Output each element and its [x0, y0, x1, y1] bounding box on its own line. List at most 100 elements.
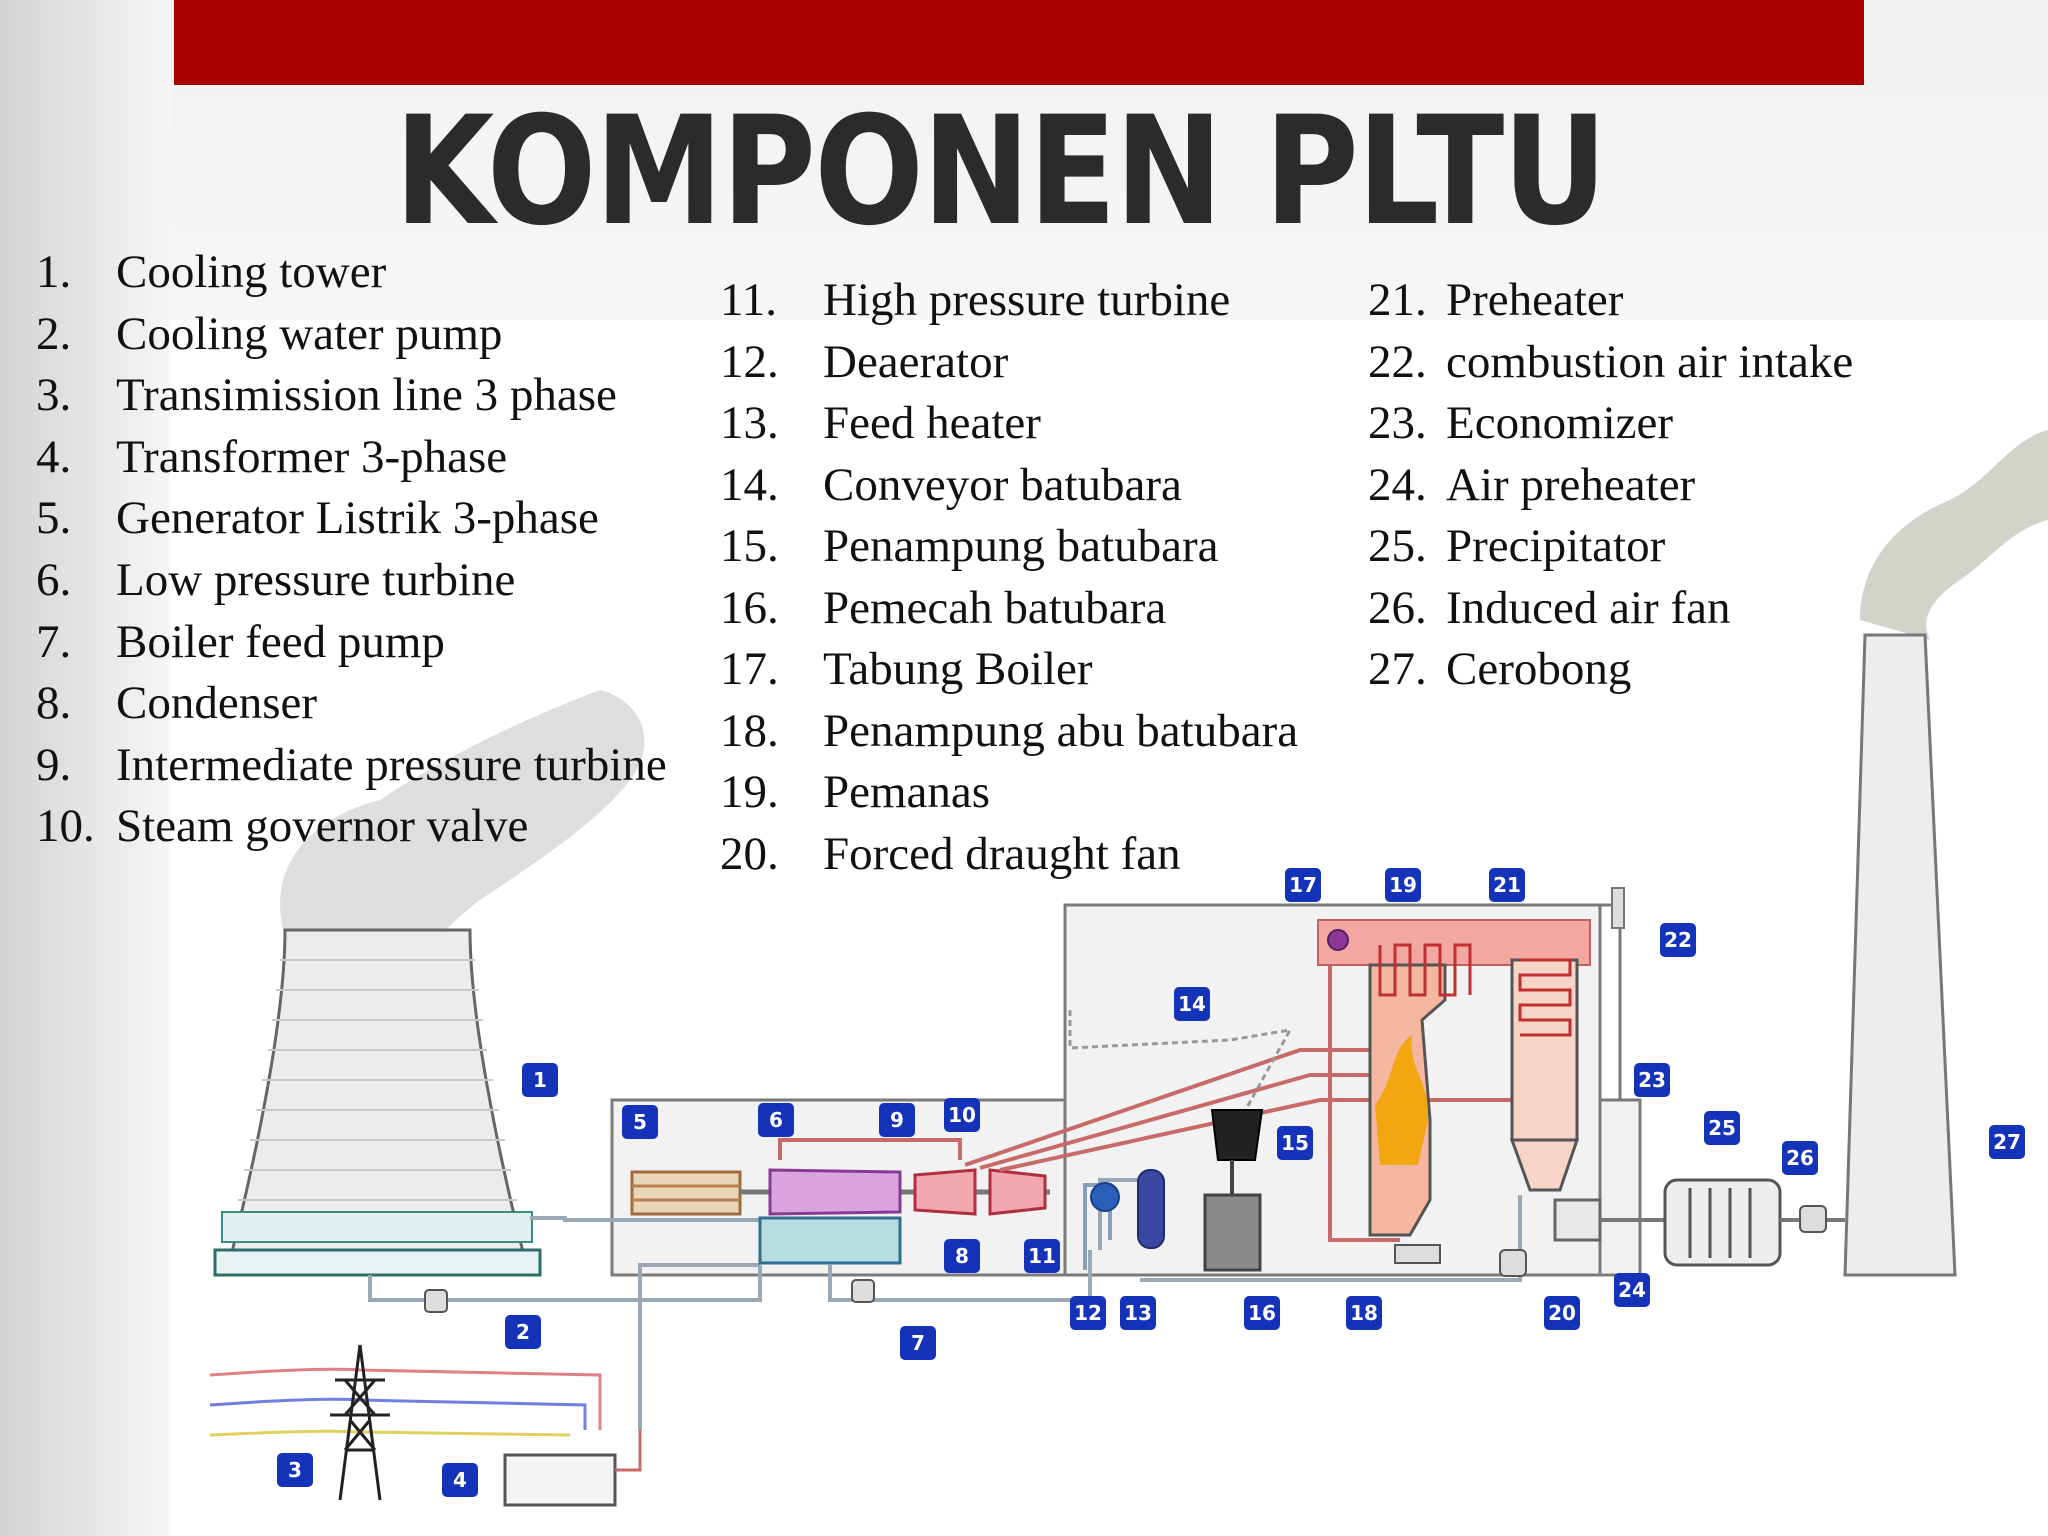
component-item: 8. Condenser — [36, 673, 667, 735]
component-item: 19.Pemanas — [720, 762, 1298, 824]
component-number: 20. — [720, 827, 779, 880]
diagram-badge: 8 — [944, 1239, 980, 1273]
component-item: 27.Cerobong — [1368, 639, 1853, 701]
diagram-badge: 18 — [1346, 1296, 1382, 1330]
transformer-cable — [615, 1430, 642, 1472]
condenser — [758, 1216, 902, 1265]
component-label: Cooling water pump — [116, 307, 503, 360]
diagram-badge: 17 — [1285, 868, 1321, 902]
component-number: 19. — [720, 766, 779, 818]
feed-heater — [1137, 1169, 1165, 1249]
component-item: 22.combustion air intake — [1368, 332, 1853, 394]
diagram-badge: 5 — [622, 1105, 658, 1139]
diagram-badge-number: 5 — [633, 1110, 647, 1134]
diagram-badge-number: 27 — [1993, 1130, 2021, 1154]
component-label: High pressure turbine — [823, 274, 1231, 326]
component-number: 1. — [36, 246, 72, 298]
component-number: 10. — [36, 800, 95, 853]
component-number: 6. — [36, 553, 72, 606]
component-number: 11. — [720, 274, 778, 326]
diagram-badge: 4 — [442, 1463, 478, 1497]
diagram-badge-number: 23 — [1638, 1068, 1666, 1092]
combustion-air-intake — [1611, 887, 1625, 929]
low-pressure-turbine — [768, 1168, 902, 1216]
diagram-badge: 6 — [758, 1103, 794, 1137]
component-label: Tabung Boiler — [823, 643, 1093, 695]
component-number: 2. — [36, 307, 72, 360]
economizer-hopper — [1509, 1138, 1580, 1192]
component-number: 25. — [1368, 520, 1427, 572]
component-number: 8. — [36, 677, 72, 730]
component-item: 25.Precipitator — [1368, 516, 1853, 578]
cooling-tower — [228, 928, 527, 1262]
diagram-badge: 13 — [1120, 1296, 1156, 1330]
diagram-badge: 19 — [1385, 868, 1421, 902]
diagram-badge-number: 11 — [1028, 1244, 1056, 1268]
transformer — [503, 1453, 617, 1507]
component-number: 3. — [36, 369, 72, 422]
component-item: 11. High pressure turbine — [720, 270, 1298, 332]
component-number: 26. — [1368, 581, 1427, 634]
diagram-badge: 15 — [1277, 1126, 1313, 1160]
diagram-badge-number: 7 — [911, 1331, 925, 1355]
diagram-badge: 27 — [1989, 1125, 2025, 1159]
coal-conveyor — [1068, 1010, 1293, 1121]
component-number: 18. — [720, 704, 779, 757]
coal-pulverizer — [1203, 1193, 1262, 1272]
cooling-tower-plume — [280, 690, 645, 980]
left-gradient-background — [0, 0, 170, 1536]
diagram-badge: 16 — [1244, 1296, 1280, 1330]
component-number: 27. — [1368, 643, 1427, 695]
component-item: 13.Feed heater — [720, 393, 1298, 455]
forced-draught-fan — [1499, 1249, 1527, 1277]
coal-bunker — [1210, 1109, 1264, 1161]
cooling-tower-basin — [213, 1248, 542, 1277]
component-item: 12.Deaerator — [720, 332, 1298, 394]
component-item: 7.Boiler feed pump — [36, 612, 667, 674]
component-label: Induced air fan — [1446, 581, 1731, 634]
precipitator — [1663, 1178, 1782, 1267]
diagram-badge-number: 16 — [1248, 1301, 1276, 1325]
component-item: 16.Pemecah batubara — [720, 578, 1298, 640]
component-number: 22. — [1368, 335, 1427, 388]
component-label: Condenser — [116, 677, 318, 730]
transmission-tower — [330, 1344, 390, 1501]
component-label: Penampung batubara — [823, 520, 1219, 572]
component-label: Air preheater — [1446, 458, 1696, 511]
heat-exchanger-coils — [1378, 943, 1572, 1037]
cooling-tower-fill — [221, 1211, 533, 1243]
cooling-water-pump — [424, 1289, 448, 1313]
title-accent-bar — [174, 0, 1864, 85]
diagram-badge: 7 — [900, 1326, 936, 1360]
diagram-badge-number: 9 — [890, 1108, 904, 1132]
generator — [630, 1170, 742, 1216]
component-item: 6.Low pressure turbine — [36, 550, 667, 612]
diagram-badge-number: 13 — [1124, 1301, 1152, 1325]
diagram-badge: 21 — [1489, 868, 1525, 902]
diagram-badge-number: 6 — [769, 1108, 783, 1132]
component-label: Pemecah batubara — [823, 581, 1167, 634]
component-number: 23. — [1368, 397, 1427, 449]
steam-pipes — [778, 940, 1560, 1242]
component-item: 3. Transimission line 3 phase — [36, 365, 667, 427]
diagram-badge-number: 3 — [288, 1458, 302, 1482]
component-label: Economizer — [1446, 397, 1674, 449]
component-label: Forced draught fan — [823, 827, 1181, 880]
component-number: 17. — [720, 643, 779, 695]
diagram-badge-number: 15 — [1281, 1131, 1309, 1155]
boiler-feed-pump — [851, 1279, 875, 1303]
component-label: Deaerator — [823, 335, 1009, 388]
component-label: Intermediate pressure turbine — [116, 738, 667, 791]
diagram-badge-number: 26 — [1786, 1146, 1814, 1170]
component-item: 24.Air preheater — [1368, 455, 1853, 517]
component-number: 14. — [720, 458, 779, 511]
diagram-badge: 25 — [1704, 1111, 1740, 1145]
component-item: 2. Cooling water pump — [36, 304, 667, 366]
component-label: Transimission line 3 phase — [116, 369, 617, 422]
diagram-badge-number: 25 — [1708, 1116, 1736, 1140]
component-label: Penampung abu batubara — [823, 704, 1299, 757]
